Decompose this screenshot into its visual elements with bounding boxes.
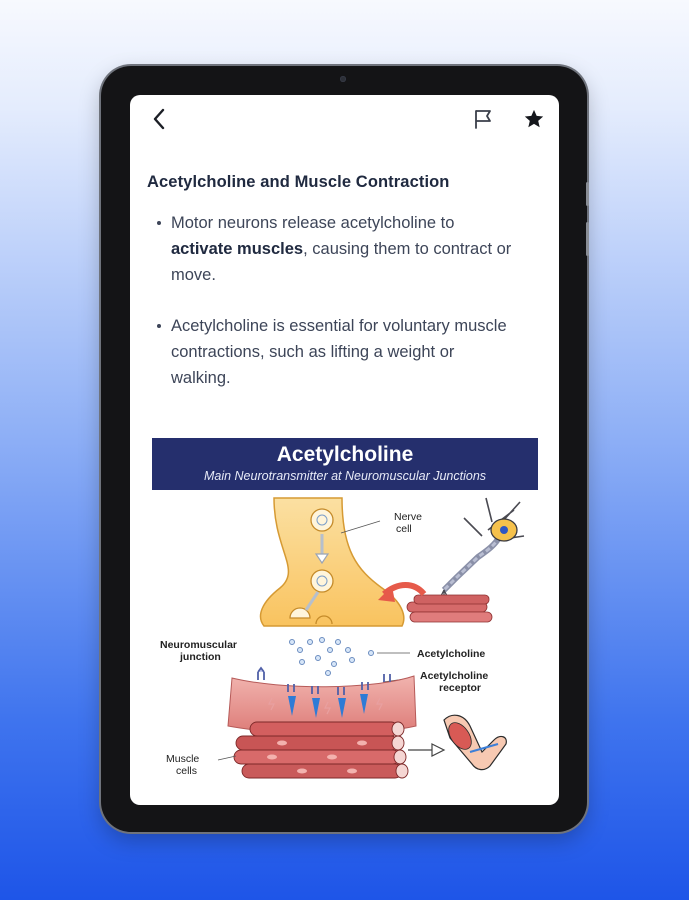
bullet-item: Motor neurons release acetylcholine to a… <box>157 210 516 288</box>
bullet-list: Motor neurons release acetylcholine to a… <box>147 210 547 391</box>
svg-text:junction: junction <box>179 651 221 663</box>
label-nerve-cell: Nerve <box>394 511 422 523</box>
screen: Acetylcholine and Muscle Contraction Mot… <box>130 95 559 805</box>
back-button[interactable] <box>144 104 174 134</box>
acetylcholine-figure: Acetylcholine Main Neurotransmitter at N… <box>152 438 538 805</box>
flag-icon <box>475 110 491 129</box>
acetylcholine-molecules <box>289 637 355 676</box>
bold-phrase: activate muscles <box>171 240 304 258</box>
nerve-terminal <box>259 497 405 627</box>
label-receptor: Acetylcholine <box>420 670 488 682</box>
neuron-illustration <box>437 497 525 603</box>
svg-text:receptor: receptor <box>439 682 481 694</box>
muscle-fibers <box>233 721 409 779</box>
article-title: Acetylcholine and Muscle Contraction <box>147 173 450 191</box>
figure-title: Acetylcholine <box>276 443 414 466</box>
bullet-item: Acetylcholine is essential for voluntary… <box>157 313 516 391</box>
star-icon <box>524 109 544 128</box>
label-muscle-cells: Muscle <box>166 753 199 765</box>
svg-text:cells: cells <box>176 765 197 777</box>
synaptic-vesicles <box>289 508 334 625</box>
front-camera <box>340 76 346 82</box>
ach-receptors <box>257 666 391 718</box>
figure-subtitle: Main Neurotransmitter at Neuromuscular J… <box>203 469 487 483</box>
chevron-left-icon <box>153 108 165 130</box>
label-acetylcholine: Acetylcholine <box>417 648 485 660</box>
tablet-frame: Acetylcholine and Muscle Contraction Mot… <box>101 66 589 832</box>
figure-banner: Acetylcholine Main Neurotransmitter at N… <box>152 438 538 490</box>
arm-illustration <box>443 714 507 771</box>
neuromuscular-diagram: Nerve cell <box>160 497 525 779</box>
article-content: Acetylcholine and Muscle Contraction Mot… <box>147 173 547 416</box>
label-neuromuscular-junction: Neuromuscular <box>160 639 237 651</box>
power-button <box>586 222 589 256</box>
small-muscle-bundle <box>406 594 493 623</box>
flag-button[interactable] <box>468 104 498 134</box>
top-bar <box>130 95 559 145</box>
volume-button <box>586 182 589 206</box>
favorite-button[interactable] <box>519 104 549 134</box>
svg-text:cell: cell <box>396 523 412 535</box>
